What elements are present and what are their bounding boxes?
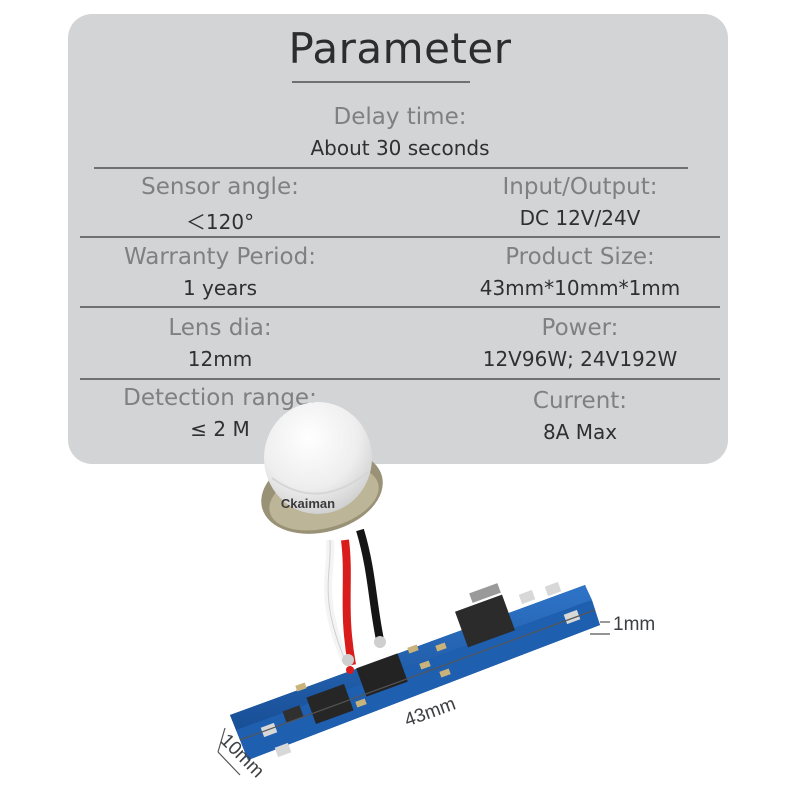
lens-dia-value: 12mm — [187, 347, 253, 371]
power-cell: Power: 12V96W; 24V192W — [440, 315, 720, 371]
current-value: 8A Max — [542, 420, 618, 444]
sensor-angle-label: Sensor angle: — [141, 174, 299, 200]
input-output-cell: Input/Output: DC 12V/24V — [440, 174, 720, 230]
delay-time-cell: Delay time: About 30 seconds — [0, 104, 800, 160]
power-value: 12V96W; 24V192W — [482, 347, 678, 371]
dimension-thickness: 1mm — [613, 614, 655, 635]
current-cell: Current: 8A Max — [440, 388, 720, 444]
detection-range-cell: Detection range: ≤ 2 M — [80, 385, 360, 441]
title-underline — [292, 81, 470, 83]
input-output-label: Input/Output: — [502, 174, 658, 200]
sensor-angle-cell: Sensor angle: ＜120° — [80, 174, 360, 235]
product-size-value: 43mm*10mm*1mm — [479, 276, 681, 300]
brand-label: Ckaiman — [281, 496, 335, 511]
warranty-value: 1 years — [182, 276, 258, 300]
panel-title: Parameter — [288, 24, 512, 73]
warranty-cell: Warranty Period: 1 years — [80, 244, 360, 300]
row-divider — [80, 236, 720, 238]
sensor-angle-value: ＜120° — [185, 210, 255, 234]
dimension-length: 43mm — [402, 694, 459, 732]
lens-dia-label: Lens dia: — [168, 315, 272, 341]
power-label: Power: — [541, 315, 619, 341]
parameter-panel — [68, 14, 728, 464]
pcb-board — [230, 581, 600, 760]
pir-sensor: Ckaiman — [261, 402, 383, 534]
delay-time-value: About 30 seconds — [310, 136, 490, 160]
detection-range-value: ≤ 2 M — [190, 417, 250, 441]
row-divider — [94, 167, 688, 169]
detection-range-label: Detection range: — [123, 385, 317, 411]
row-divider — [80, 378, 720, 380]
warranty-label: Warranty Period: — [124, 244, 316, 270]
product-size-label: Product Size: — [505, 244, 655, 270]
wires — [324, 528, 384, 666]
lens-dia-cell: Lens dia: 12mm — [80, 315, 360, 371]
input-output-value: DC 12V/24V — [519, 206, 641, 230]
product-size-cell: Product Size: 43mm*10mm*1mm — [440, 244, 720, 300]
current-label: Current: — [532, 388, 628, 414]
delay-time-label: Delay time: — [333, 104, 467, 130]
row-divider — [80, 306, 720, 308]
